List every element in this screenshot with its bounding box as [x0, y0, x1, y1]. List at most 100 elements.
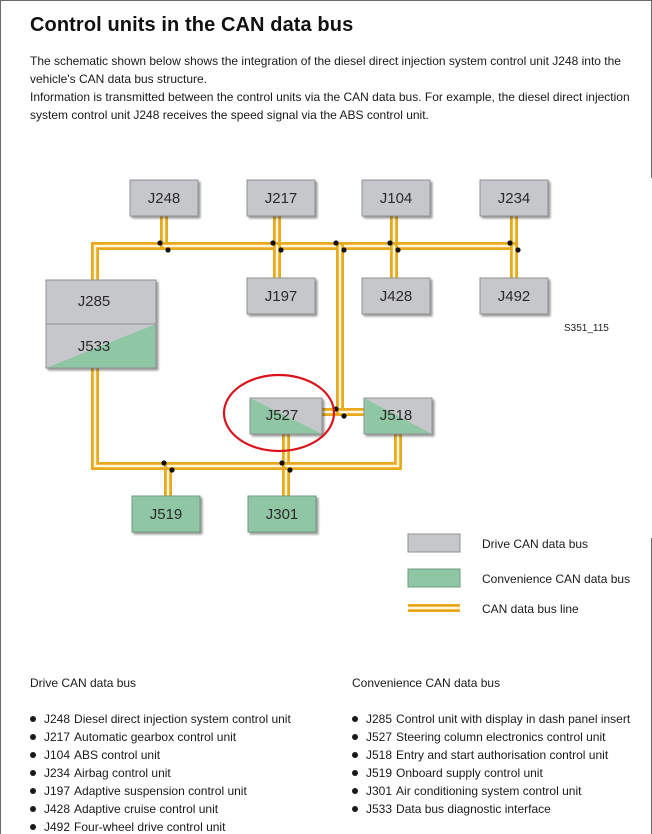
- drive-list-heading: Drive CAN data bus: [30, 676, 137, 690]
- unit-j197-label: J197: [265, 288, 298, 305]
- unit-code: J248: [44, 712, 71, 726]
- junction-dot: [507, 240, 513, 246]
- bullet-icon: [30, 788, 36, 794]
- page-title: Control units in the CAN data bus: [30, 14, 354, 36]
- unit-j518-label: J518: [380, 407, 413, 424]
- bullet-icon: [352, 716, 358, 722]
- unit-j428: J428: [361, 277, 431, 315]
- unit-description: ABS control unit: [74, 748, 161, 762]
- unit-code: J527: [366, 730, 393, 744]
- unit-code: J518: [366, 748, 393, 762]
- unit-j104: J104: [361, 179, 431, 217]
- bullet-icon: [30, 824, 36, 830]
- unit-code: J533: [366, 802, 393, 816]
- unit-j492: J492: [479, 277, 549, 315]
- unit-j234: J234: [479, 179, 549, 217]
- legend-swatch-drive: [407, 533, 461, 553]
- unit-j248: J248: [129, 179, 199, 217]
- unit-description: Adaptive suspension control unit: [74, 784, 247, 798]
- bullet-icon: [30, 770, 36, 776]
- unit-description: Entry and start authorisation control un…: [396, 748, 609, 762]
- junction-dot: [270, 240, 276, 246]
- unit-j428-label: J428: [380, 288, 413, 305]
- unit-code: J234: [44, 766, 71, 780]
- unit-j518: J518: [363, 397, 433, 435]
- junction-dot: [279, 460, 285, 466]
- bullet-icon: [352, 752, 358, 758]
- junction-dot: [169, 467, 175, 473]
- unit-j301-label: J301: [266, 506, 299, 523]
- bullet-icon: [352, 734, 358, 740]
- unit-j217-label: J217: [265, 190, 298, 207]
- unit-code: J301: [366, 784, 393, 798]
- drive-bus-top: [91, 212, 518, 416]
- bullet-icon: [352, 788, 358, 794]
- unit-code: J217: [44, 730, 71, 744]
- junction-dot: [161, 460, 167, 466]
- bullet-icon: [30, 752, 36, 758]
- legend-item-drive: Drive CAN data bus: [407, 533, 588, 553]
- bullet-icon: [352, 806, 358, 812]
- unit-j285-j533: J285 J533: [45, 279, 157, 369]
- intro-paragraph-1: The schematic shown below shows the inte…: [30, 54, 621, 86]
- junction-dot: [333, 240, 339, 246]
- legend-item-convenience: Convenience CAN data bus: [407, 568, 630, 588]
- unit-description: Four-wheel drive control unit: [74, 820, 226, 834]
- unit-j301: J301: [247, 495, 317, 533]
- unit-j527-label: J527: [266, 407, 299, 424]
- bullet-icon: [30, 734, 36, 740]
- junction-dot: [395, 247, 401, 253]
- unit-j492-label: J492: [498, 288, 531, 305]
- unit-code: J285: [366, 712, 393, 726]
- bus-lines: [91, 212, 518, 502]
- unit-j248-label: J248: [148, 190, 181, 207]
- legend-item-line: CAN data bus line: [408, 602, 579, 616]
- bullet-icon: [352, 770, 358, 776]
- unit-j285-label: J285: [78, 293, 111, 310]
- legend: Drive CAN data bus Convenience CAN data …: [407, 533, 630, 616]
- unit-description: Airbag control unit: [74, 766, 171, 780]
- unit-description: Adaptive cruise control unit: [74, 802, 219, 816]
- unit-j104-label: J104: [380, 190, 413, 207]
- unit-description: Diesel direct injection system control u…: [74, 712, 291, 726]
- unit-j533-label: J533: [78, 338, 111, 355]
- intro-paragraph-2: Information is transmitted between the c…: [30, 90, 630, 122]
- unit-description: Steering column electronics control unit: [396, 730, 606, 744]
- unit-code: J519: [366, 766, 393, 780]
- unit-j519: J519: [131, 495, 201, 533]
- junction-dot: [387, 240, 393, 246]
- convenience-bus-bottom: [91, 364, 402, 502]
- figure-reference: S351_115: [564, 323, 609, 334]
- junction-dot: [515, 247, 521, 253]
- intro-text: The schematic shown below shows the inte…: [30, 52, 640, 124]
- junction-dot: [278, 247, 284, 253]
- unit-description: Automatic gearbox control unit: [74, 730, 237, 744]
- unit-description: Air conditioning system control unit: [396, 784, 582, 798]
- bullet-icon: [30, 716, 36, 722]
- unit-description: Onboard supply control unit: [396, 766, 543, 780]
- unit-code: J428: [44, 802, 71, 816]
- unit-j217: J217: [246, 179, 316, 217]
- unit-j197: J197: [246, 277, 316, 315]
- unit-code: J104: [44, 748, 71, 762]
- unit-j519-label: J519: [150, 506, 183, 523]
- unit-j234-label: J234: [498, 190, 531, 207]
- highlight-circle: [222, 373, 336, 453]
- junction-dot: [157, 240, 163, 246]
- bullet-icon: [30, 806, 36, 812]
- unit-description: Control unit with display in dash panel …: [396, 712, 631, 726]
